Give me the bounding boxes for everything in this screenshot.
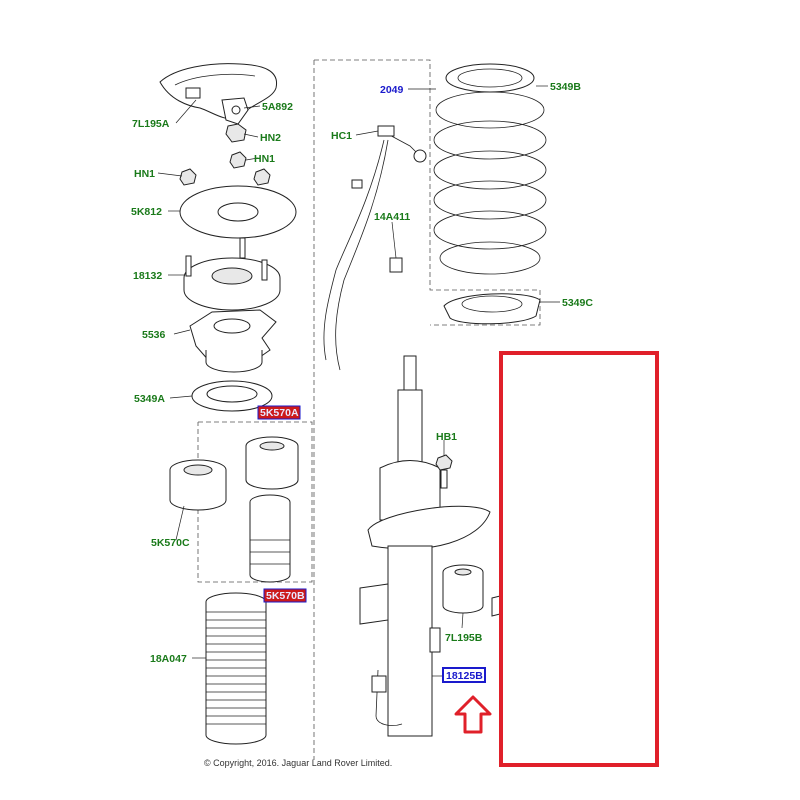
bump-stop-a — [245, 436, 299, 490]
bump-stop-b — [249, 494, 291, 583]
center-assembly-outline — [314, 59, 541, 326]
label-HN2: HN2 — [260, 132, 281, 144]
upper-spring-seat — [191, 380, 273, 412]
label-7L195A: 7L195A — [132, 118, 170, 130]
red-highlight-frame — [499, 351, 659, 767]
lower-bushing — [442, 564, 501, 617]
label-5K812: 5K812 — [131, 206, 162, 218]
bolt — [435, 454, 453, 489]
top-washer-plate — [179, 185, 297, 239]
label-18A047: 18A047 — [150, 653, 187, 665]
coil-spring — [433, 63, 547, 275]
label-18132: 18132 — [133, 270, 162, 282]
lower-spring-seat — [443, 293, 541, 325]
shock-absorber — [359, 355, 491, 737]
label-2049: 2049 — [380, 84, 404, 96]
label-5349C: 5349C — [562, 297, 593, 309]
top-mount — [183, 237, 281, 311]
bump-stop-c — [169, 459, 227, 511]
dust-gaiter — [205, 592, 267, 745]
red-up-arrow — [454, 695, 492, 734]
highlight-5K570A — [257, 405, 301, 420]
mount-bracket — [221, 97, 249, 125]
label-5349A: 5349A — [134, 393, 165, 405]
upper-mount-cover — [159, 63, 278, 120]
label-5A892: 5A892 — [262, 101, 293, 113]
highlight-18125B — [442, 667, 486, 683]
sensor-harness — [323, 125, 427, 371]
label-HC1: HC1 — [331, 130, 352, 142]
bump-stop-group-outline — [197, 421, 313, 583]
label-5K570B: 5K570B — [266, 590, 305, 602]
flange-nuts — [179, 151, 271, 186]
label-5K570A: 5K570A — [260, 407, 299, 419]
label-5536: 5536 — [142, 329, 166, 341]
label-14A411: 14A411 — [374, 211, 410, 223]
copyright-note: © Copyright, 2016. Jaguar Land Rover Lim… — [204, 758, 392, 768]
label-18125B: 18125B — [446, 670, 483, 682]
center-nut — [225, 123, 247, 143]
label-5349B: 5349B — [550, 81, 581, 93]
highlight-5K570B — [263, 588, 307, 603]
mount-housing — [189, 309, 277, 373]
label-5K570C: 5K570C — [151, 537, 190, 549]
label-7L195B: 7L195B — [445, 632, 483, 644]
label-HN1-left: HN1 — [134, 168, 155, 180]
label-HN1-right: HN1 — [254, 153, 275, 165]
part-labels: 7L195A 5A892 HN2 HN1 HN1 5K812 18132 553… — [131, 81, 593, 683]
label-HB1: HB1 — [436, 431, 457, 443]
